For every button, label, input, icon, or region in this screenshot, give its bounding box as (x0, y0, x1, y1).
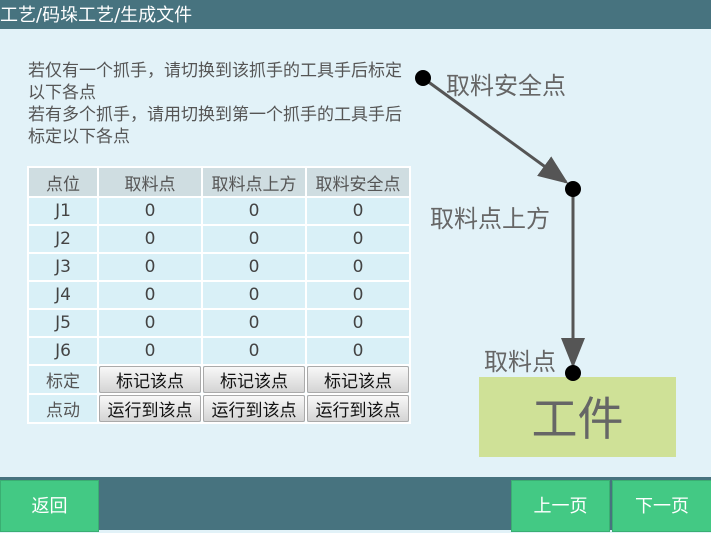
cell-value: 0 (97, 196, 203, 226)
cell-value: 0 (201, 280, 307, 310)
cell-value: 0 (305, 336, 411, 366)
jog-label: 点动 (27, 393, 99, 424)
mark-pick-point-button[interactable]: 标记该点 (99, 366, 201, 393)
above-point-label: 取料点上方 (430, 205, 550, 233)
cell-value: 0 (97, 308, 203, 338)
workpiece-box (479, 377, 676, 457)
run-to-pick-point-button[interactable]: 运行到该点 (99, 395, 201, 422)
pick-point-label: 取料点 (484, 348, 556, 376)
run-to-above-point-button[interactable]: 运行到该点 (203, 395, 305, 422)
joint-label: J3 (27, 252, 99, 282)
cell-value: 0 (305, 196, 411, 226)
cell-value: 0 (201, 336, 307, 366)
col-header: 取料安全点 (305, 166, 411, 198)
cell-value: 0 (201, 224, 307, 254)
cell-value: 0 (201, 252, 307, 282)
mark-row: 标定 标记该点 标记该点 标记该点 (27, 364, 411, 395)
run-to-safe-point-button[interactable]: 运行到该点 (307, 395, 409, 422)
joint-label: J6 (27, 336, 99, 366)
col-header: 取料点上方 (201, 166, 307, 198)
cell-value: 0 (305, 280, 411, 310)
mark-safe-point-button[interactable]: 标记该点 (307, 366, 409, 393)
cell-value: 0 (305, 308, 411, 338)
pick-point-dot (565, 365, 581, 381)
mark-label: 标定 (27, 364, 99, 395)
above-point-dot (565, 181, 581, 197)
back-button[interactable]: 返回 (0, 480, 99, 532)
joint-label: J5 (27, 308, 99, 338)
cell-value: 0 (97, 224, 203, 254)
path-arrow-1 (422, 76, 569, 184)
breadcrumb-title: 工艺/码垛工艺/生成文件 (0, 0, 711, 29)
path-diagram (415, 70, 676, 457)
cell-value: 0 (97, 252, 203, 282)
cell-value: 0 (97, 280, 203, 310)
mark-above-point-button[interactable]: 标记该点 (203, 366, 305, 393)
cell-value: 0 (97, 336, 203, 366)
joint-label: J1 (27, 196, 99, 226)
cell-value: 0 (201, 308, 307, 338)
next-page-button[interactable]: 下一页 (612, 480, 711, 532)
cell-value: 0 (201, 196, 307, 226)
jog-row: 点动 运行到该点 运行到该点 运行到该点 (27, 393, 411, 424)
instruction-single: 若仅有一个抓手，请切换到该抓手的工具手后标定以下各点 (28, 61, 402, 103)
instruction-multiple: 若有多个抓手，请用切换到第一个抓手的工具手后标定以下各点 (28, 105, 402, 147)
joint-label: J4 (27, 280, 99, 310)
workpiece-label: 工件 (531, 392, 624, 446)
col-header: 点位 (27, 166, 99, 198)
cell-value: 0 (305, 224, 411, 254)
prev-page-button[interactable]: 上一页 (511, 480, 610, 532)
safe-point-dot (415, 70, 431, 86)
cell-value: 0 (305, 252, 411, 282)
col-header: 取料点 (97, 166, 203, 198)
joint-label: J2 (27, 224, 99, 254)
safe-point-label: 取料安全点 (446, 72, 566, 100)
instructions: 若仅有一个抓手，请切换到该抓手的工具手后标定以下各点 若有多个抓手，请用切换到第… (28, 60, 418, 148)
